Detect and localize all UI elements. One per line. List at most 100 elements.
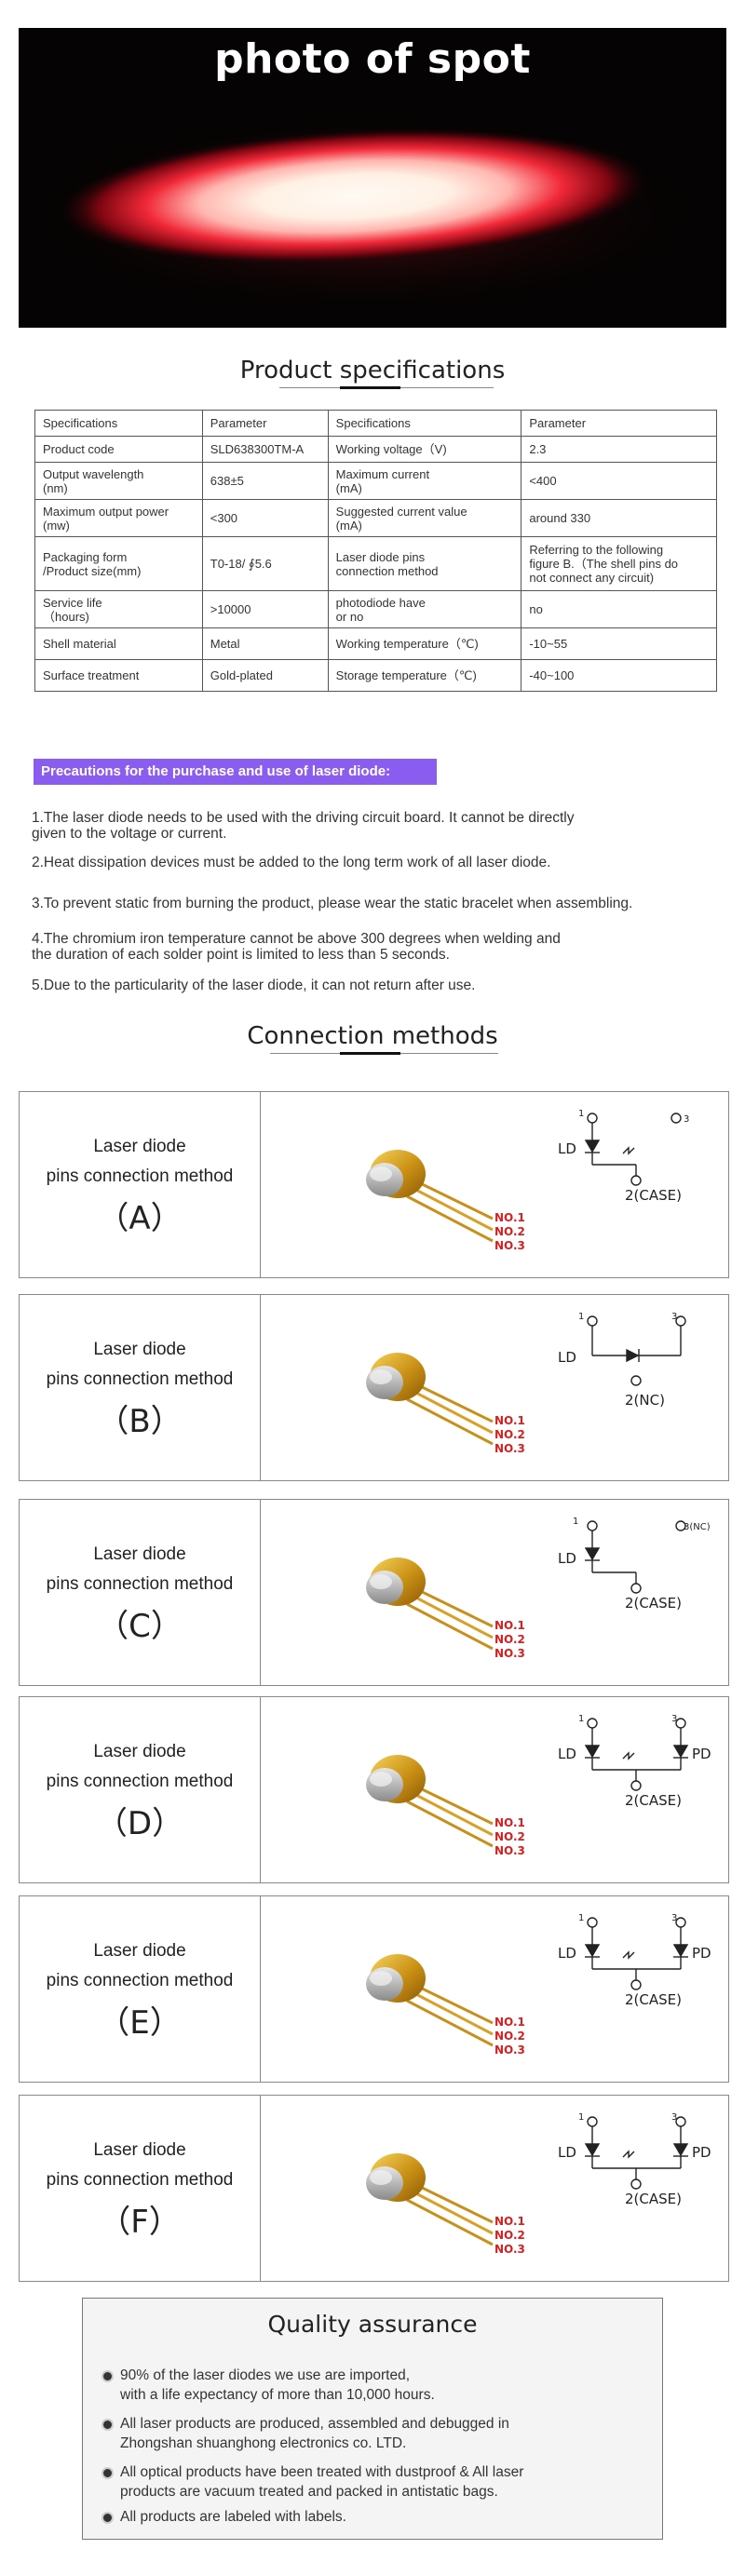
pin-number-label: 3 (671, 1312, 677, 1322)
bullet-icon (102, 2419, 114, 2431)
laser-diode-photo (366, 1558, 494, 1651)
pin-terminal-3 (675, 2116, 686, 2127)
ld-diode-symbol (584, 1547, 601, 1561)
precaution-item: 4.The chromium iron temperature cannot b… (32, 931, 561, 963)
light-arrow-icon (622, 1950, 635, 1960)
light-arrow-icon (622, 2150, 635, 2159)
pd-diode-symbol (672, 2143, 689, 2157)
method-label-cell: Laser diode pins connection method （D） (20, 1697, 261, 1882)
precautions-banner: Precautions for the purchase and use of … (34, 759, 437, 785)
pin-label-3: NO.3 (494, 1442, 525, 1455)
table-cell: Shell material (34, 627, 203, 660)
table-cell: Metal (201, 627, 329, 660)
method-line1: Laser diode (93, 1340, 186, 1359)
pin-label-1: NO.1 (494, 1414, 525, 1427)
spot-photo: photo of spot (19, 28, 726, 328)
pin-schematic: 13(NC)LD2(CASE) (558, 1517, 711, 1612)
pin-terminal-1 (587, 1917, 598, 1928)
ld-diode-symbol (584, 1944, 601, 1958)
pin-terminal-3 (675, 1315, 686, 1327)
pin-label-2: NO.2 (494, 2229, 525, 2242)
pin-terminal-3 (675, 1520, 686, 1531)
bullet-icon (102, 2467, 114, 2479)
table-cell: Packaging form/Product size(mm) (34, 536, 203, 591)
pin-label-3: NO.3 (494, 2043, 525, 2057)
pin-number-label: 3 (671, 1913, 677, 1923)
connection-method-card: Laser diode pins connection method （C） N… (19, 1499, 729, 1686)
pin-label-1: NO.1 (494, 1619, 525, 1632)
pin-number-label: 1 (578, 1109, 584, 1119)
table-cell: Maximum output power(mw) (34, 499, 203, 537)
method-line2: pins connection method (46, 1772, 234, 1791)
quality-item: 90% of the laser diodes we use are impor… (102, 2366, 642, 2405)
table-cell: Gold-plated (201, 659, 329, 692)
table-header-cell: Specifications (327, 410, 522, 437)
case-label: 2(NC) (625, 1392, 665, 1409)
table-cell: T0-18/ ∮5.6 (201, 536, 329, 591)
pd-diode-symbol (672, 1745, 689, 1759)
laser-diode-photo (366, 1150, 494, 1243)
table-cell: no (521, 590, 717, 628)
pin-terminal-3 (675, 1718, 686, 1729)
method-line2: pins connection method (46, 1574, 234, 1594)
case-label: 2(CASE) (625, 1187, 682, 1204)
method-letter: （F） (99, 2204, 181, 2241)
pin-number-label: 3 (684, 1114, 689, 1125)
pin-terminal-2 (630, 1979, 642, 1990)
pd-diode-symbol (672, 1944, 689, 1958)
method-label-cell: Laser diode pins connection method （F） (20, 2096, 261, 2281)
pin-number-label: 1 (578, 1714, 584, 1724)
table-cell: Surface treatment (34, 659, 203, 692)
pin-terminal-3 (670, 1113, 682, 1124)
pin-number-label: 3 (671, 1714, 677, 1724)
pin-terminal-2 (630, 1780, 642, 1791)
method-line2: pins connection method (46, 1167, 234, 1186)
pin-terminal-1 (587, 1315, 598, 1327)
table-cell: <300 (201, 499, 329, 537)
table-cell: Storage temperature（℃) (327, 659, 522, 692)
pin-terminal-1 (587, 2116, 598, 2127)
table-cell: Product code (34, 436, 203, 463)
title-underline-accent (340, 1052, 400, 1055)
table-cell: >10000 (201, 590, 329, 628)
table-row: Packaging form/Product size(mm)T0-18/ ∮5… (34, 536, 717, 591)
pin-label-3: NO.3 (494, 1647, 525, 1660)
connection-section-title: Connection methods (247, 1022, 498, 1050)
connection-method-card: Laser diode pins connection method （F） N… (19, 2095, 729, 2282)
table-cell: -40~100 (521, 659, 717, 692)
pin-number-label: 3 (671, 2112, 677, 2123)
method-line2: pins connection method (46, 2170, 234, 2190)
pin-terminal-1 (587, 1520, 598, 1531)
pin-terminal-2 (630, 1175, 642, 1186)
method-letter: （D） (95, 1805, 184, 1842)
table-cell: Service life（hours) (34, 590, 203, 628)
quality-item-text: All optical products have been treated w… (120, 2464, 524, 2500)
pin-terminal-2 (630, 1583, 642, 1594)
method-line1: Laser diode (93, 2140, 186, 2160)
table-cell: 2.3 (521, 436, 717, 463)
table-cell: <400 (521, 462, 717, 500)
pin-terminal-1 (587, 1718, 598, 1729)
ld-diode-symbol (584, 2143, 601, 2157)
method-letter: （E） (98, 2004, 182, 2042)
method-label-cell: Laser diode pins connection method （B） (20, 1295, 261, 1480)
quality-title: Quality assurance (267, 2311, 478, 2338)
connection-method-card: Laser diode pins connection method （E） N… (19, 1895, 729, 2083)
pin-label-2: NO.2 (494, 1225, 525, 1238)
table-cell: Maximum current(mA) (327, 462, 522, 500)
spec-section-title: Product specifications (239, 357, 506, 384)
table-cell: Working voltage（V) (327, 436, 522, 463)
ld-label: LD (558, 1945, 576, 1962)
ld-diode-symbol (584, 1745, 601, 1759)
method-line1: Laser diode (93, 1137, 186, 1156)
pd-label: PD (692, 1746, 711, 1762)
